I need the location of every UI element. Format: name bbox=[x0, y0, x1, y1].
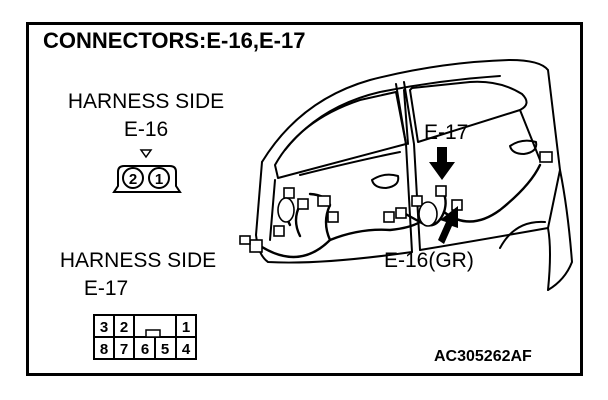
arrow-e16 bbox=[438, 206, 458, 244]
harness-side-label-e17: HARNESS SIDE bbox=[59, 249, 217, 272]
harness-connectors bbox=[239, 151, 553, 253]
e17-pin-5: 5 bbox=[161, 341, 169, 358]
connector-e17-face: 3 2 1 8 7 6 5 4 bbox=[93, 314, 197, 360]
figure-code: AC305262AF bbox=[434, 348, 532, 365]
e16-pin-2: 2 bbox=[129, 171, 137, 188]
e17-pin-3: 3 bbox=[100, 319, 108, 336]
callout-arrows bbox=[429, 147, 458, 244]
connector-id-e17: E-17 bbox=[83, 277, 129, 300]
harness-side-label-e16: HARNESS SIDE bbox=[67, 90, 225, 113]
e17-pin-4: 4 bbox=[182, 341, 191, 358]
e17-pin-7: 7 bbox=[120, 341, 128, 358]
e17-pin-1: 1 bbox=[182, 319, 190, 336]
e17-pin-2: 2 bbox=[120, 319, 128, 336]
vehicle-door-illustration bbox=[255, 59, 573, 291]
diagram-title: CONNECTORS:E-16,E-17 bbox=[43, 28, 306, 53]
arrow-e17 bbox=[429, 147, 455, 180]
connector-e16-face: 2 1 bbox=[112, 149, 182, 193]
e16-pin-1: 1 bbox=[155, 171, 163, 188]
connector-id-e16: E-16 bbox=[123, 118, 169, 141]
e17-pin-6: 6 bbox=[141, 341, 149, 358]
e17-pin-8: 8 bbox=[100, 341, 108, 358]
callout-label-e16: E-16(GR) bbox=[384, 249, 474, 272]
